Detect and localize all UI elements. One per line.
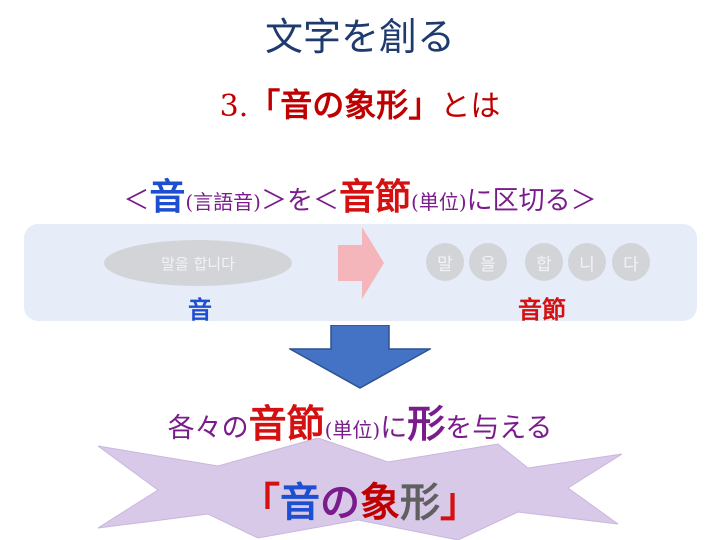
final-char-no: の — [320, 479, 360, 526]
term-sound: 音 — [149, 176, 186, 218]
instruction-tail: を与える — [445, 413, 553, 444]
syllable-circle: 니 — [568, 243, 606, 281]
term-syllable: 音節 — [339, 176, 412, 218]
connector-text: ＞を＜ — [260, 186, 339, 216]
syllable-circle: 말 — [426, 243, 464, 281]
page-title: 文字を創る — [264, 15, 455, 59]
final-char-shape: 形 — [400, 479, 440, 526]
paren-unit: (単位) — [411, 190, 467, 214]
final-term: 「音の象形」 — [0, 470, 720, 528]
instruction-line: 各々の音節(単位)に形を与える — [0, 393, 720, 448]
section-heading: 3.「音の象形」とは — [0, 80, 720, 126]
paren-unit-2: (単位) — [324, 418, 381, 442]
heading-term: 音の象形 — [280, 86, 409, 124]
final-close-bracket: 」 — [440, 479, 480, 526]
syllable-circle: 합 — [525, 243, 563, 281]
down-arrow-icon — [289, 325, 431, 389]
open-angle: ＜ — [123, 186, 150, 216]
syllable-circle: 다 — [612, 243, 650, 281]
definition-line: ＜音(言語音)＞を＜音節(単位)に区切る＞ — [0, 168, 720, 220]
particle-ni: に — [380, 413, 408, 444]
instruction-head: 各々の — [167, 413, 249, 444]
label-syllable: 音節 — [518, 295, 566, 324]
heading-suffix: とは — [440, 89, 501, 124]
open-bracket: 「 — [248, 86, 281, 124]
label-sound: 音 — [188, 295, 212, 324]
syllable-circle: 을 — [469, 243, 507, 281]
sound-blob: 말을 합니다 — [104, 240, 292, 286]
paren-speech-sound: (言語音) — [185, 190, 261, 214]
final-char-sound: 音 — [280, 479, 320, 526]
right-arrow-icon — [338, 227, 384, 299]
final-open-bracket: 「 — [240, 479, 280, 526]
section-number: 3. — [219, 89, 249, 124]
final-char-elephant: 象 — [360, 479, 400, 526]
definition-tail: に区切る＞ — [466, 186, 597, 216]
burst-star-icon — [98, 438, 622, 540]
term-shape: 形 — [407, 401, 446, 446]
term-syllable-2: 音節 — [248, 401, 325, 446]
close-bracket: 」 — [408, 86, 441, 124]
